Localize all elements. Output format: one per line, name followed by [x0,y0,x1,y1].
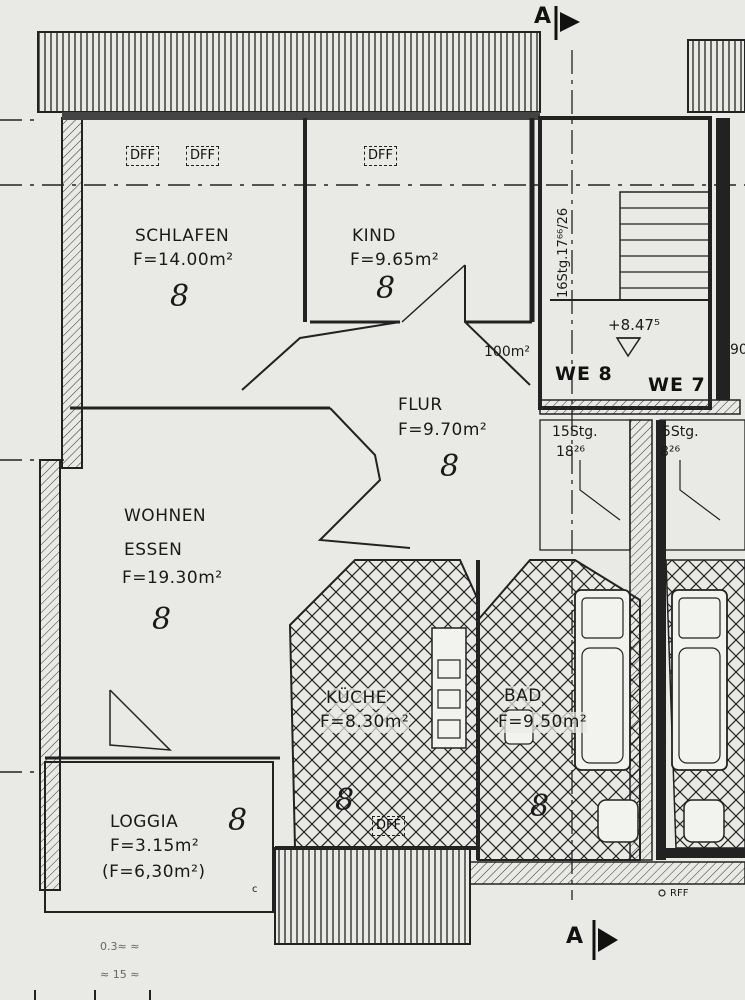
bathtub-left [574,589,631,771]
section-arrow-top [560,12,580,32]
wall-flur-notch [317,407,411,549]
toilet-right [683,799,725,843]
corner-c-label: c [252,884,258,895]
room-flur-marker: 8 [440,449,460,484]
dff-label: DFF [186,146,219,166]
wall-flur-right [464,265,531,386]
bottom-note: 0.3≈ ≈ [100,940,140,953]
room-schlafen-marker: 8 [170,279,190,314]
unit-we8-label: WE 8 [555,363,613,385]
room-kind-marker: 8 [376,271,396,306]
wall-we7 [656,420,666,860]
section-label-bottom: A [566,924,584,949]
wall-right-thick [716,118,730,400]
wall-we7-bottom [666,848,745,858]
wall-bottom [469,861,745,885]
bottom-note: ≈ 15 ≈ [100,968,140,981]
room-kueche-marker: 8 [335,783,355,818]
top-balcony [37,31,541,113]
room-schlafen-name: SCHLAFEN [135,226,230,246]
section-arrow-bottom [598,928,618,952]
room-bad-marker: 8 [530,789,550,824]
stair-left-dim: 18²⁶ [556,444,586,460]
wall-stair-bottom [539,399,741,415]
room-wohnen-name: WOHNEN [124,506,207,526]
room-loggia-area-alt: (F=6,30m²) [102,862,206,882]
wall-flur-left [241,321,401,391]
edge-number: 90 [730,342,745,358]
room-bad-name: BAD [504,686,542,708]
room-schlafen-area: F=14.00m² [133,250,234,270]
room-flur-area: F=9.70m² [398,420,488,440]
room-loggia-name: LOGGIA [110,812,179,832]
window-swing [109,689,172,751]
door-swing [401,264,466,323]
room-loggia-marker: 8 [228,803,248,838]
room-wohnen-marker: 8 [152,602,172,637]
wall-left-lower [39,459,61,891]
stair-treads [620,207,710,289]
room-bad-area: F=9.50m² [498,712,588,734]
dff-label: DFF [364,146,397,166]
dff-label: DFF [126,146,159,166]
room-loggia-area: F=3.15m² [110,836,200,856]
room-wohnen-area: F=19.30m² [122,568,223,588]
stair-right-count: 5Stg. [662,424,699,440]
loggia-area [44,761,274,913]
toilet-left [597,799,639,843]
section-label-top: A [534,4,552,29]
stair-upper-label: 16Stg.17⁶⁶/26 [556,207,571,298]
wall-top [62,112,540,120]
stair-left-count: 15Stg. [552,424,598,440]
room-flur-name: FLUR [398,395,443,415]
room-kind-area: F=9.65m² [350,250,440,270]
room-kueche-area: F=8.30m² [320,712,410,734]
stair-right-dim: 8²⁶ [660,444,681,460]
bathtub-right [671,589,728,771]
door-width-label: 100m² [484,344,530,360]
top-balcony-right [687,39,745,113]
unit-we7-label: WE 7 [648,374,706,396]
wall-left [61,117,83,469]
room-essen-name: ESSEN [124,540,183,560]
level-triangle-shape [615,337,642,358]
level-label: +8.47⁵ [608,316,660,334]
room-kind-name: KIND [352,226,396,246]
room-kueche-name: KÜCHE [326,688,388,710]
dff-label: DFF [372,816,405,836]
bottom-balcony [274,847,471,945]
kitchen-counter [431,627,467,749]
rff-label: RFF [670,888,689,899]
